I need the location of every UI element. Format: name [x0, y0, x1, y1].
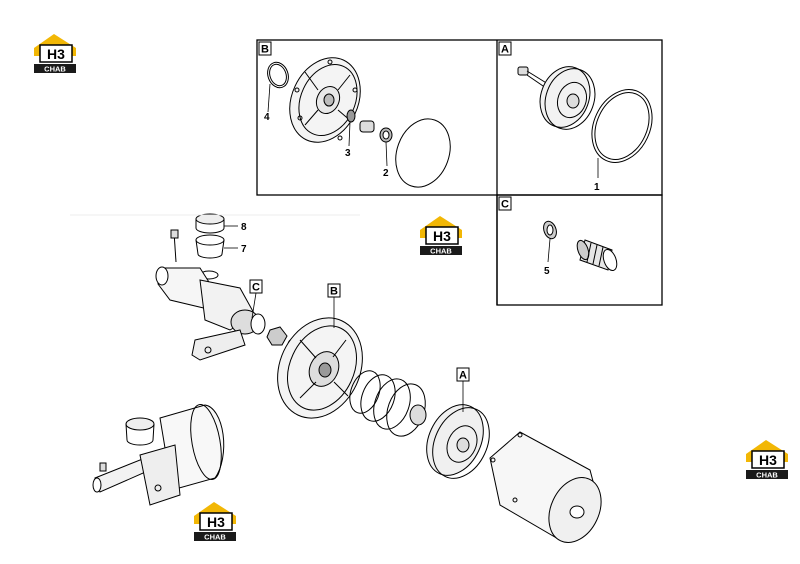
assembled-unit-drawing [92, 403, 225, 506]
callout-1: 1 [594, 182, 600, 193]
svg-text:A: A [459, 370, 467, 382]
svg-text:B: B [261, 44, 269, 56]
svg-text:C: C [501, 199, 509, 211]
svg-text:H3: H3 [207, 514, 225, 530]
svg-text:H3: H3 [47, 46, 65, 62]
ref-b-label: B [327, 283, 341, 298]
svg-text:CHAB: CHAB [756, 471, 778, 480]
panel-b-leaders [267, 83, 388, 167]
svg-text:CHAB: CHAB [430, 247, 452, 256]
main-leaders [224, 225, 464, 412]
svg-text:H3: H3 [759, 452, 777, 468]
logo-right: H3 CHAB [746, 440, 788, 480]
svg-text:A: A [501, 44, 509, 56]
ref-a-label: A [456, 367, 470, 382]
svg-text:H3: H3 [433, 228, 451, 244]
svg-text:CHAB: CHAB [204, 533, 226, 542]
callout-5: 5 [544, 266, 550, 277]
logo-center: H3 CHAB [420, 216, 462, 256]
panel-c-label: C [498, 196, 512, 211]
callout-7: 7 [241, 244, 247, 255]
panel-c-drawing [543, 220, 618, 272]
callout-4: 4 [264, 112, 270, 123]
callout-8: 8 [241, 222, 247, 233]
callout-3: 3 [345, 148, 351, 159]
panel-a-drawing [517, 66, 653, 163]
svg-text:C: C [252, 282, 260, 294]
panel-c-leader [547, 238, 551, 263]
svg-text:B: B [330, 286, 338, 298]
main-assembly-drawing [155, 213, 602, 543]
callout-2: 2 [383, 168, 389, 179]
logo-bottom-left: H3 CHAB [194, 502, 236, 542]
svg-text:CHAB: CHAB [44, 65, 66, 74]
logo-top-left: H3 CHAB [34, 34, 76, 74]
detail-panels [256, 39, 663, 306]
panel-a-label: A [498, 41, 512, 56]
panel-b-drawing [267, 57, 451, 188]
panel-b-label: B [258, 41, 272, 56]
ref-c-label: C [249, 279, 263, 294]
